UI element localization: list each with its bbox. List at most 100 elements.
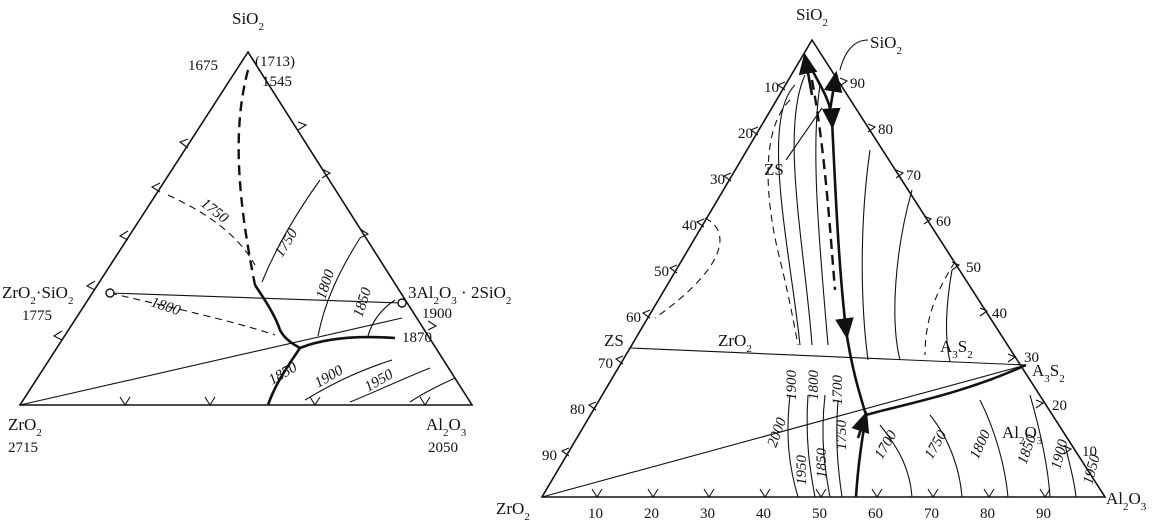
left-isotherm-1750 [261,179,321,283]
right-isotherm-dashed [767,99,799,346]
right-isotherm [836,399,843,498]
right-apex-left-label: ZrO2 [496,499,530,523]
left-isotherm-label: 1850 [266,359,300,388]
left-join-mullite-zircon [109,292,403,304]
right-isotherm [822,394,831,498]
left-zircon-label: ZrO2·SiO2 [2,283,73,307]
left-isotherm-1950 [349,367,431,403]
right-bottom-tick: 50 [812,506,827,522]
right-right-tick: 60 [936,214,951,230]
left-isotherm-1850 [367,299,396,337]
left-mullite-temp: 1900 [422,306,452,322]
left-apex-top-label: SiO2 [232,9,264,33]
right-right-tick: 40 [992,306,1007,322]
right-sio2-leader [839,39,869,71]
right-field-a3s2b-label: A3S2 [1032,361,1065,385]
right-left-tick: 70 [598,356,613,372]
left-top-temp-left: 1675 [188,58,218,74]
right-isotherm [815,84,829,346]
left-isotherm-label: 1750 [198,196,232,227]
right-join-zro2-a3s2 [541,364,1027,498]
right-isotherm [861,149,871,361]
right-field-al2o3-label: Al2O3 [1002,423,1043,447]
right-isotherm [777,84,801,346]
right-bottom-tick: 70 [924,506,939,522]
left-boundary-main [253,284,301,350]
right-left-tick: 20 [738,126,753,142]
right-isotherm-label: 1850 [814,448,830,479]
left-top-temp-right: 1545 [262,74,292,90]
right-right-tick: 30 [1024,350,1039,366]
right-isotherm [979,399,1009,498]
left-isotherm-label: 1750 [272,226,302,260]
left-boundary-lower [266,347,302,406]
right-isotherm-label: 1700 [830,375,846,406]
right-field-sio2-label: SiO2 [870,33,902,57]
right-ternary-diagram: SiO2 SiO2 ZS ZS ZrO2 A3S2 A3S2 Al2O3 ZrO… [496,5,1147,523]
right-isotherm-label: 1750 [922,428,951,462]
right-isotherm [1029,394,1051,498]
right-isotherm-label: 1800 [967,427,994,461]
left-ternary-diagram: SiO2 1675 (1713) 1545 ZrO2·SiO2 1775 3Al… [2,9,511,456]
left-edge-arrows [52,121,438,407]
right-apex-right-label: Al2O3 [1106,489,1147,513]
right-edge-arrows [560,77,1073,499]
left-isotherm-dashed-1800 [109,292,276,336]
left-isotherm-2000 [409,377,456,403]
right-left-tick: 10 [764,80,779,96]
right-bottom-tick: 40 [756,506,771,522]
left-zircon-point [105,288,115,298]
right-isotherm-label: 1950 [794,455,810,486]
right-isotherm [894,189,913,361]
right-field-zs2-label: ZS [604,331,624,350]
left-isotherm-label: 1900 [312,362,346,391]
right-isotherm-label: 1800 [806,370,822,401]
right-join-zs-a3s2 [629,347,1027,366]
right-isotherm-dashed [654,217,721,319]
right-isotherm [945,269,953,363]
right-isotherm-label: 1900 [784,370,800,401]
left-isotherm-dashed-1750 [167,194,256,266]
left-top-temp-paren: (1713) [255,54,295,70]
right-right-tick: 70 [906,168,921,184]
right-right-tick: 20 [1052,398,1067,414]
left-triangle-outline [18,50,474,406]
right-field-zs-label: ZS [764,160,784,179]
right-left-tick: 90 [542,448,557,464]
right-arrow-2 [798,52,818,96]
right-arrow-1 [823,70,843,111]
right-triangle-outline [540,38,1107,498]
left-join-zro2-mullite [19,317,403,406]
left-zro2-temp: 2715 [8,440,38,456]
right-zs-leader [785,107,823,161]
right-field-a3s2-label: A3S2 [940,337,973,361]
right-isotherm-label: 1950 [1080,452,1103,486]
left-isotherm-label: 1800 [149,295,183,320]
right-right-tick: 80 [878,122,893,138]
right-right-tick: 50 [966,260,981,276]
right-bottom-tick: 20 [644,506,659,522]
right-left-tick: 50 [654,264,669,280]
right-isotherm [787,394,799,498]
right-isotherm-label: 1750 [834,420,850,451]
right-right-tick: 10 [1082,444,1097,460]
left-isotherm-1800 [317,237,361,337]
left-boundary-dashed [237,69,257,286]
right-isotherm [806,394,816,498]
left-mullite-label: 3Al2O3 · 2SiO2 [408,283,511,307]
right-left-tick: 80 [570,402,585,418]
left-apex-left-label: ZrO2 [8,415,42,439]
right-bottom-tick: 10 [588,506,603,522]
left-boundary-right [299,335,396,350]
right-bottom-tick: 30 [700,506,715,522]
left-isotherm-1900 [304,359,393,401]
left-apex-right-label: Al2O3 [426,415,467,439]
left-zircon-temp: 1775 [22,308,52,324]
right-isotherm [1064,444,1077,498]
right-left-tick: 30 [710,172,725,188]
right-apex-top-label: SiO2 [796,5,828,29]
right-isotherm-label: 1900 [1048,437,1071,471]
right-isotherm-dashed [924,261,956,356]
right-boundary-right [865,363,1027,417]
